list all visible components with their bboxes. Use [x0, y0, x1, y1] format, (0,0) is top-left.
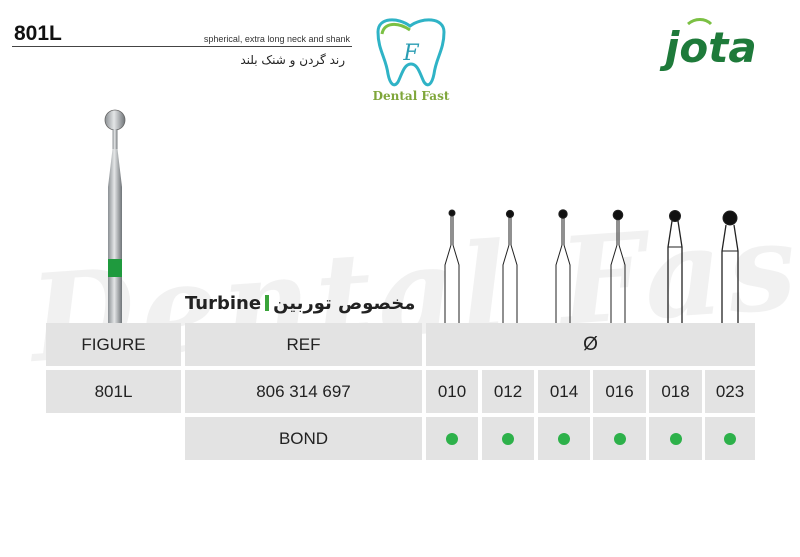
bond-cell	[426, 417, 478, 460]
product-code: 801L	[14, 22, 62, 45]
dental-fast-logo: F Dental Fast	[373, 18, 450, 103]
bond-cell	[593, 417, 646, 460]
header-divider	[12, 46, 352, 47]
bond-cell	[482, 417, 534, 460]
bond-dot	[502, 432, 514, 445]
description-english: spherical, extra long neck and shank	[203, 34, 350, 44]
jota-brand-logo: jota	[659, 18, 757, 72]
turbine-label: Turbine مخصوص توربین	[185, 293, 415, 314]
bond-cell	[649, 417, 702, 460]
header-figure: FIGURE	[46, 323, 181, 366]
turbine-label-persian: مخصوص توربین	[273, 293, 416, 314]
size-cell: 010	[426, 370, 478, 413]
header-diameter: Ø	[426, 323, 755, 366]
header-ref: REF	[185, 323, 422, 366]
bur-illustration	[104, 109, 126, 325]
description-persian: رند گردن و شنک بلند	[240, 53, 345, 67]
bond-dot	[613, 432, 626, 445]
logo-letter: F	[402, 41, 419, 66]
bond-dot	[446, 432, 458, 445]
size-pictograms	[444, 209, 739, 325]
size-cell: 014	[538, 370, 590, 413]
bond-dot	[558, 432, 570, 445]
row-ref: 806 314 697	[185, 370, 422, 413]
bond-dot	[669, 432, 682, 445]
turbine-label-english: Turbine	[185, 293, 262, 314]
bond-label: BOND	[185, 417, 422, 460]
brand-name: jota	[659, 23, 757, 72]
row-figure: 801L	[46, 370, 181, 413]
size-cell: 023	[705, 370, 755, 413]
size-cell: 018	[649, 370, 702, 413]
size-cell: 012	[482, 370, 534, 413]
bond-cell	[705, 417, 755, 460]
logo-text: Dental Fast	[373, 89, 450, 103]
size-cell: 016	[593, 370, 646, 413]
turbine-accent-bar	[265, 295, 270, 311]
bond-dot	[724, 432, 736, 445]
bond-cell	[538, 417, 590, 460]
